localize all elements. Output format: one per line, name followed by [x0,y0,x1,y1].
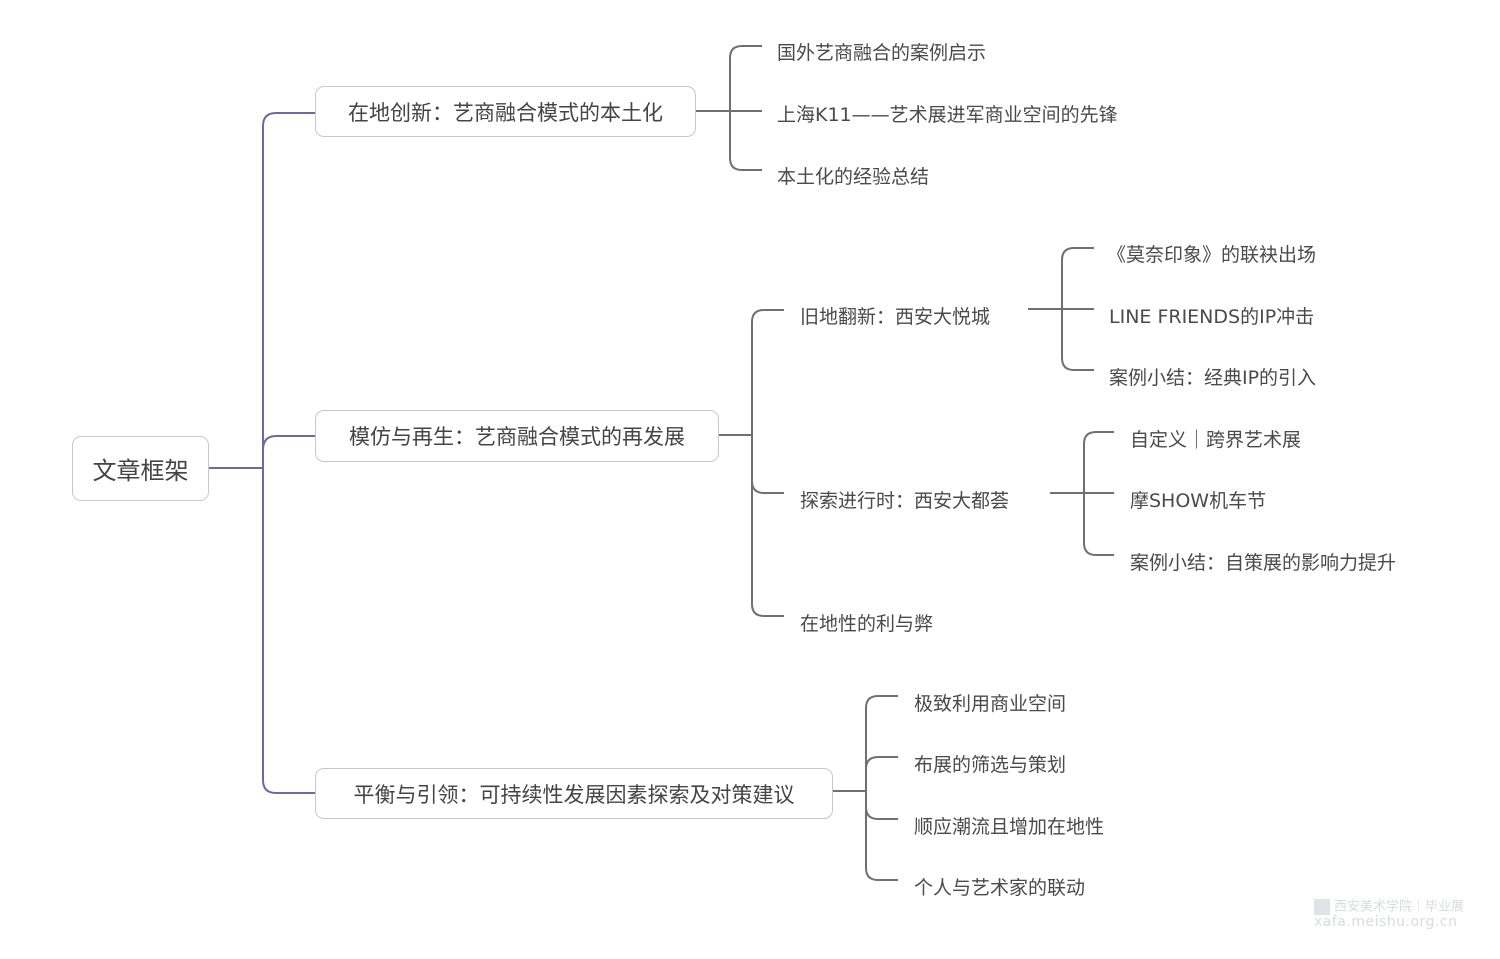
watermark-url: xafa.meishu.org.cn [1314,914,1458,930]
branch-node-balance[interactable]: 平衡与引领：可持续性发展因素探索及对策建议 [315,768,833,819]
connector-b22-c1 [1083,431,1114,493]
connector-b3-c3 [865,791,898,820]
leaf-node[interactable]: 案例小结：自策展的影响力提升 [1130,552,1397,574]
root-node[interactable]: 文章框架 [72,436,209,501]
leaf-node[interactable]: 摩SHOW机车节 [1130,490,1267,512]
leaf-node[interactable]: LINE FRIENDS的IP冲击 [1109,306,1315,328]
connector-b3-c1 [865,695,898,791]
leaf-node[interactable]: 自定义｜跨界艺术展 [1130,429,1302,451]
leaf-node[interactable]: 个人与艺术家的联动 [914,877,1086,899]
subbranch-node-dayuecheng[interactable]: 旧地翻新：西安大悦城 [800,306,991,328]
connector-b1-c1 [729,45,762,111]
connector-branch-2 [262,435,316,468]
academy-logo-icon [1314,899,1330,915]
subbranch-node-daduhui[interactable]: 探索进行时：西安大都荟 [800,490,1010,512]
branch-node-localization[interactable]: 在地创新：艺商融合模式的本土化 [315,86,696,137]
leaf-node[interactable]: 案例小结：经典IP的引入 [1109,367,1317,389]
leaf-node[interactable]: 《莫奈印象》的联袂出场 [1107,244,1317,266]
connector-b2-c3 [751,435,784,617]
connector-branch-1 [262,112,316,468]
leaf-node[interactable]: 极致利用商业空间 [914,693,1067,715]
root-label: 文章框架 [92,457,189,485]
connector-b22-c3 [1083,493,1114,556]
leaf-node[interactable]: 本土化的经验总结 [777,166,930,188]
branch-label: 平衡与引领：可持续性发展因素探索及对策建议 [353,782,795,807]
leaf-node[interactable]: 顺应潮流且增加在地性 [914,816,1105,838]
connector-b21-c3 [1061,309,1094,371]
branch-label: 在地创新：艺商融合模式的本土化 [348,100,663,125]
connector-b3-c4 [865,791,898,881]
connector-b3-c2 [865,756,898,791]
connector-b2-c2 [751,435,784,494]
connector-b1-c3 [729,111,762,171]
leaf-node[interactable]: 国外艺商融合的案例启示 [777,42,987,64]
leaf-node[interactable]: 布展的筛选与策划 [914,754,1067,776]
connector-b21-c1 [1061,247,1094,309]
connector-branch-3 [262,468,316,794]
watermark: 西安美术学院｜毕业展 xafa.meishu.org.cn [1314,899,1464,930]
watermark-title: 西安美术学院｜毕业展 [1334,899,1465,915]
leaf-node[interactable]: 上海K11——艺术展进军商业空间的先锋 [777,104,1118,126]
branch-node-imitation[interactable]: 模仿与再生：艺商融合模式的再发展 [315,410,719,462]
leaf-node[interactable]: 在地性的利与弊 [800,613,934,635]
branch-label: 模仿与再生：艺商融合模式的再发展 [349,425,685,449]
connector-b2-c1 [751,309,784,435]
